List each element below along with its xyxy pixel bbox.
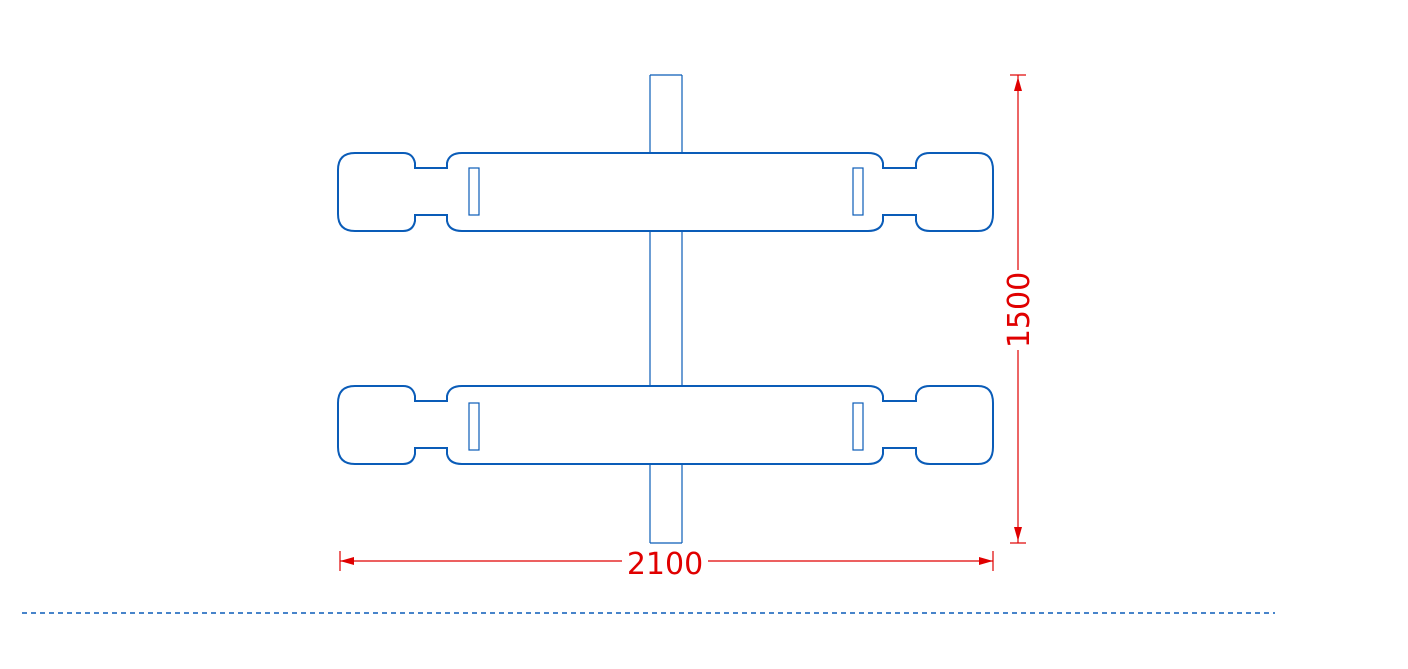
bench-lower bbox=[337, 385, 994, 465]
slot-left bbox=[468, 402, 480, 451]
height-dimension: 1500 bbox=[1002, 74, 1037, 544]
width-dimension: 2100 bbox=[339, 547, 994, 582]
slot-right bbox=[852, 167, 864, 216]
arrow-up-icon bbox=[1014, 77, 1022, 91]
height-label: 1500 bbox=[1002, 272, 1037, 348]
slot-left bbox=[468, 167, 480, 216]
arrow-right-icon bbox=[979, 557, 993, 565]
bench-upper bbox=[337, 152, 994, 232]
arrow-left-icon bbox=[340, 557, 354, 565]
width-label: 2100 bbox=[627, 547, 703, 582]
center-post bbox=[649, 74, 683, 544]
slot-right bbox=[852, 402, 864, 451]
arrow-down-icon bbox=[1014, 527, 1022, 541]
